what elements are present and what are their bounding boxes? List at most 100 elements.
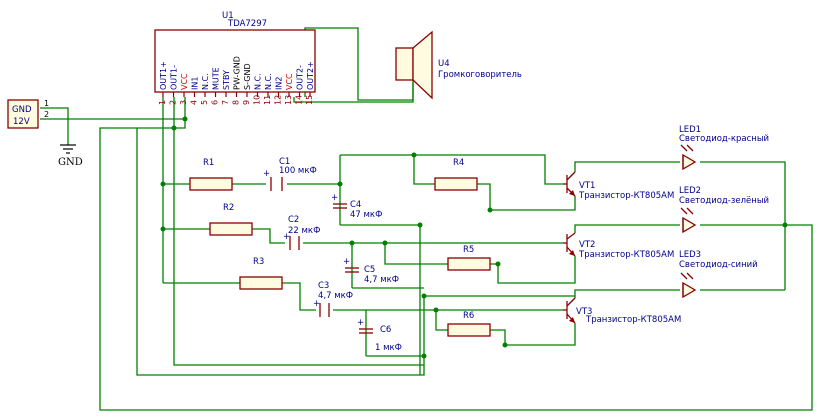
resistor-ref: R2 [223, 203, 234, 213]
capacitor-value: 4,7 мкФ [318, 291, 353, 301]
led-value: Светодиод-зелёный [679, 196, 769, 206]
resistor-r3: R3 [239, 257, 283, 290]
transistor-value: Транзистор-КТ805АМ [578, 250, 674, 260]
led-3: LED3 Светодиод-синий [679, 250, 758, 299]
speaker-value: Громкоговоритель [438, 70, 522, 80]
led-ref: LED1 [679, 125, 701, 135]
ic-pin-number: 8 [232, 100, 241, 105]
ic-pin-number: 14 [295, 95, 304, 105]
connector-pin2-num: 2 [44, 110, 49, 119]
led-2: LED2 Светодиод-зелёный [679, 186, 769, 234]
ic-pin-number: 3 [179, 100, 188, 105]
transistor-vt1: VT1 Транзистор-КТ805АМ [563, 171, 674, 201]
led-ref: LED2 [679, 186, 701, 196]
resistor-ref: R4 [453, 158, 464, 168]
connector-pin1-label: GND [12, 105, 32, 115]
power-connector: GND 12V 1 2 [7, 99, 49, 129]
ic-pin-number: 9 [242, 100, 251, 105]
transistor-value: Транзистор-КТ805АМ [585, 315, 681, 325]
capacitor-ref: C5 [364, 265, 375, 275]
speaker-ref: U4 [438, 59, 450, 69]
resistor-ref: R5 [463, 245, 474, 255]
resistor-r5: R5 [447, 245, 491, 271]
ic-pin-number: 11 [263, 95, 272, 105]
ic-pin-number: 5 [200, 100, 209, 105]
resistor-r1: R1 [189, 158, 233, 191]
led-value: Светодиод-красный [679, 134, 769, 144]
ic-pin-number: 7 [221, 100, 230, 105]
junctions [160, 116, 788, 359]
ic-pin-name: N.C. [201, 73, 210, 90]
ic-pin-name: PW-GND [233, 56, 242, 90]
svg-text:+: + [313, 299, 320, 309]
ground-label: GND [58, 157, 83, 168]
transistor-value: Транзистор-КТ805АМ [578, 191, 674, 201]
svg-text:+: + [343, 257, 350, 267]
ic-pin-number: 15 [305, 95, 314, 105]
capacitor-c1: + C1 100 мкФ [263, 157, 317, 191]
ic-ref: U1 [222, 11, 234, 21]
ic-pin-number: 1 [158, 100, 167, 105]
capacitor-c5: + C5 4,7 мкФ [343, 257, 399, 285]
svg-text:+: + [331, 193, 338, 203]
ic-pin-number: 10 [253, 95, 262, 105]
capacitor-value: 100 мкФ [279, 166, 317, 176]
ground-symbol: GND [58, 144, 83, 168]
ic-pin-name: S-GND [243, 63, 252, 90]
ic-u1: U1 TDA7297 OUT1+ 1 OUT1- 2 VCC 3 IN1 4 N.C. 5 MUTE… [154, 11, 316, 105]
ic-pin-name: VCC [180, 73, 189, 90]
capacitor-c2: + C2 22 мкФ [283, 215, 320, 250]
ic-pin-name: OUT2+ [306, 61, 315, 90]
connector-pin2-label: 12V [13, 117, 30, 127]
ic-pin-number: 6 [211, 100, 220, 105]
ic-pin-name: OUT1- [170, 65, 179, 90]
ic-pin-name: VCC [285, 73, 294, 90]
svg-text:+: + [357, 318, 364, 328]
capacitor-value: 1 мкФ [375, 343, 402, 353]
ic-pin-name: IN2 [275, 77, 284, 90]
ic-pin-number: 2 [169, 100, 178, 105]
ic-pins: OUT1+ 1 OUT1- 2 VCC 3 IN1 4 N.C. 5 MUTE 6 STBY 7 PW-GN… [158, 56, 315, 105]
ic-pin-name: N.C. [264, 73, 273, 90]
transistor-ref: VT1 [579, 181, 595, 191]
transistor-ref: VT2 [579, 240, 595, 250]
speaker-u4: U4 Громкоговоритель [395, 30, 522, 100]
resistor-ref: R6 [463, 311, 474, 321]
led-1: LED1 Светодиод-красный [679, 125, 769, 171]
transistor-ref: VT3 [576, 307, 592, 317]
connector-pin1-num: 1 [44, 99, 49, 108]
capacitor-c3: + C3 4,7 мкФ [313, 281, 353, 317]
capacitor-ref: C2 [288, 215, 299, 225]
ic-value: TDA7297 [227, 19, 267, 29]
transistor-vt3: VT3 Транзистор-КТ805АМ [563, 297, 681, 325]
led-value: Светодиод-синий [679, 260, 758, 270]
svg-text:+: + [283, 232, 290, 242]
capacitor-ref: C3 [318, 281, 329, 291]
ic-pin-name: STBY [222, 70, 231, 90]
resistor-ref: R3 [253, 257, 264, 267]
ic-pin-name: OUT1+ [159, 61, 168, 90]
capacitor-value: 22 мкФ [288, 226, 320, 236]
capacitor-ref: C4 [350, 200, 361, 210]
capacitor-value: 47 мкФ [350, 210, 382, 220]
resistor-ref: R1 [203, 158, 214, 168]
transistor-vt2: VT2 Транзистор-КТ805АМ [563, 232, 674, 260]
resistor-r2: R2 [209, 203, 253, 236]
ic-pin-name: IN1 [191, 77, 200, 90]
resistor-r4: R4 [434, 158, 478, 191]
resistor-r6: R6 [447, 311, 491, 337]
capacitor-c6: + C6 1 мкФ [357, 318, 402, 353]
svg-text:+: + [263, 169, 270, 179]
ic-pin-number: 4 [190, 100, 199, 105]
capacitor-ref: C6 [380, 325, 391, 335]
capacitor-value: 4,7 мкФ [364, 275, 399, 285]
led-ref: LED3 [679, 250, 701, 260]
capacitor-ref: C1 [279, 157, 290, 167]
ic-pin-number: 13 [284, 95, 293, 105]
ic-pin-number: 12 [274, 95, 283, 105]
ic-pin-name: MUTE [212, 67, 221, 90]
ic-pin-name: N.C. [254, 73, 263, 90]
capacitor-c4: + C4 47 мкФ [331, 193, 382, 220]
ic-pin-name: OUT2- [296, 65, 305, 90]
